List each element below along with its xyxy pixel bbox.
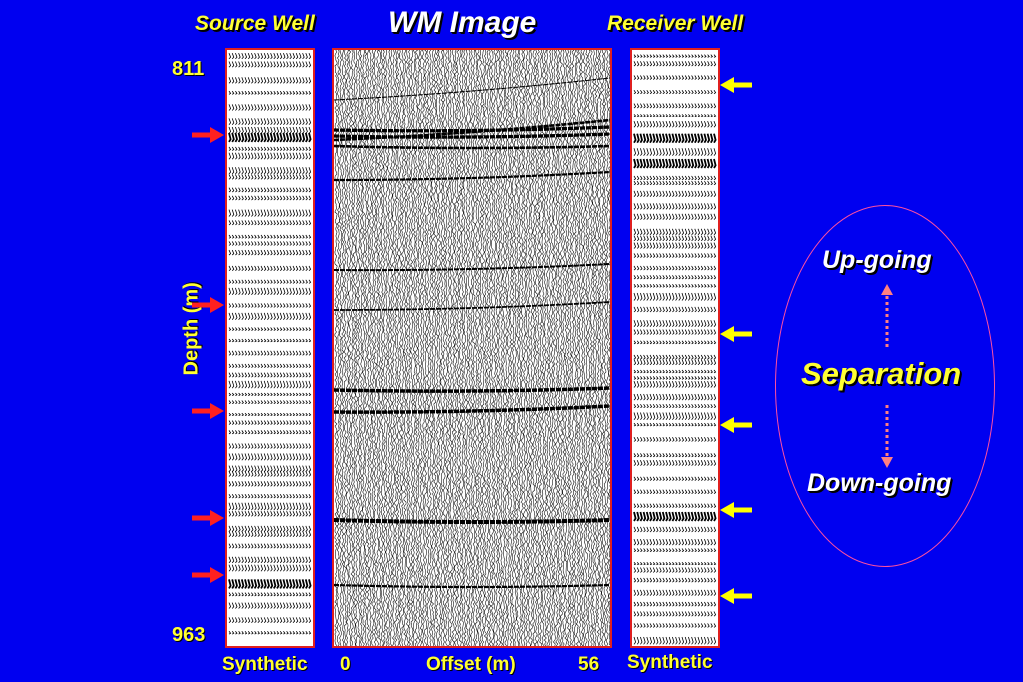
- source-arrow-4: [192, 510, 224, 526]
- receiver-arrow-5: [720, 588, 752, 604]
- source-arrow-5: [192, 567, 224, 583]
- receiver-well-title: Receiver Well: [607, 12, 744, 35]
- wm-image-traces: [334, 50, 610, 646]
- depth-top-label: 811: [172, 58, 205, 80]
- source-arrow-2: [192, 297, 224, 313]
- source-synthetic-traces: [228, 52, 312, 635]
- offset-axis-label: Offset (m): [426, 654, 516, 675]
- down-going-label: Down-going: [807, 469, 952, 497]
- depth-axis-label: Depth (m): [180, 282, 203, 376]
- receiver-arrow-3: [720, 417, 752, 433]
- separation-label: Separation: [801, 356, 962, 391]
- source-synthetic-label: Synthetic: [222, 654, 308, 675]
- offset-max-label: 56: [578, 654, 600, 675]
- depth-bottom-label: 963: [172, 624, 206, 646]
- receiver-arrow-2: [720, 326, 752, 342]
- up-going-label: Up-going: [822, 246, 932, 274]
- source-well-title: Source Well: [195, 12, 315, 35]
- receiver-arrow-1: [720, 77, 752, 93]
- down-arrow-icon: [881, 405, 893, 468]
- receiver-synthetic-panel: [630, 48, 720, 648]
- source-synthetic-panel: [225, 48, 315, 648]
- wm-image-panel: [332, 48, 612, 648]
- offset-min-label: 0: [340, 654, 351, 675]
- wm-image-title: WM Image: [388, 6, 537, 39]
- receiver-arrow-4: [720, 502, 752, 518]
- up-arrow-icon: [881, 284, 893, 347]
- separation-ellipse: [775, 205, 995, 567]
- receiver-synthetic-label: Synthetic: [627, 652, 713, 673]
- source-arrow-1: [192, 127, 224, 143]
- source-arrow-3: [192, 403, 224, 419]
- receiver-synthetic-traces: [633, 54, 717, 645]
